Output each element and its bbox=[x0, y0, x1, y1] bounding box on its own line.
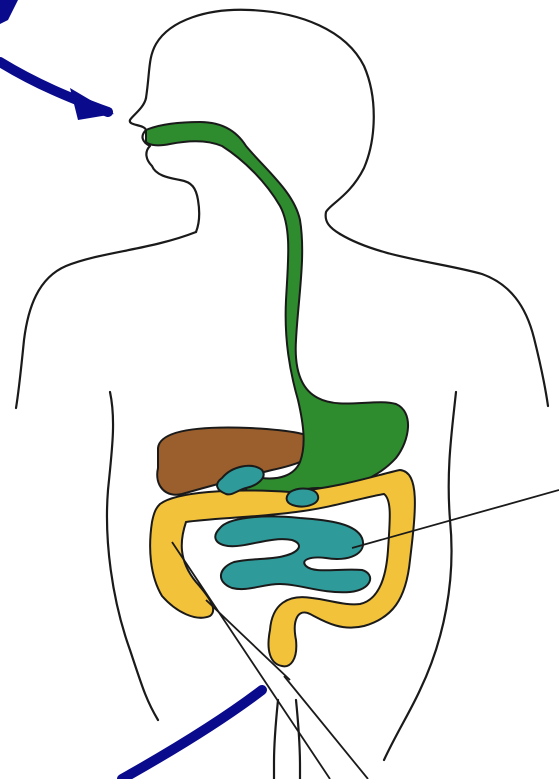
small-intestine bbox=[215, 516, 370, 592]
left-leg bbox=[274, 700, 278, 779]
right-shoulder-arm bbox=[340, 234, 548, 406]
small-intestine-leader bbox=[352, 490, 559, 548]
face-profile bbox=[130, 98, 199, 232]
left-shoulder-arm bbox=[16, 232, 196, 408]
exit-arrow bbox=[122, 690, 262, 779]
intake-arrow bbox=[0, 0, 114, 120]
small-intestine-upper-loop bbox=[287, 489, 319, 507]
intake-arrow-top bbox=[0, 0, 18, 24]
right-leg bbox=[296, 700, 300, 779]
